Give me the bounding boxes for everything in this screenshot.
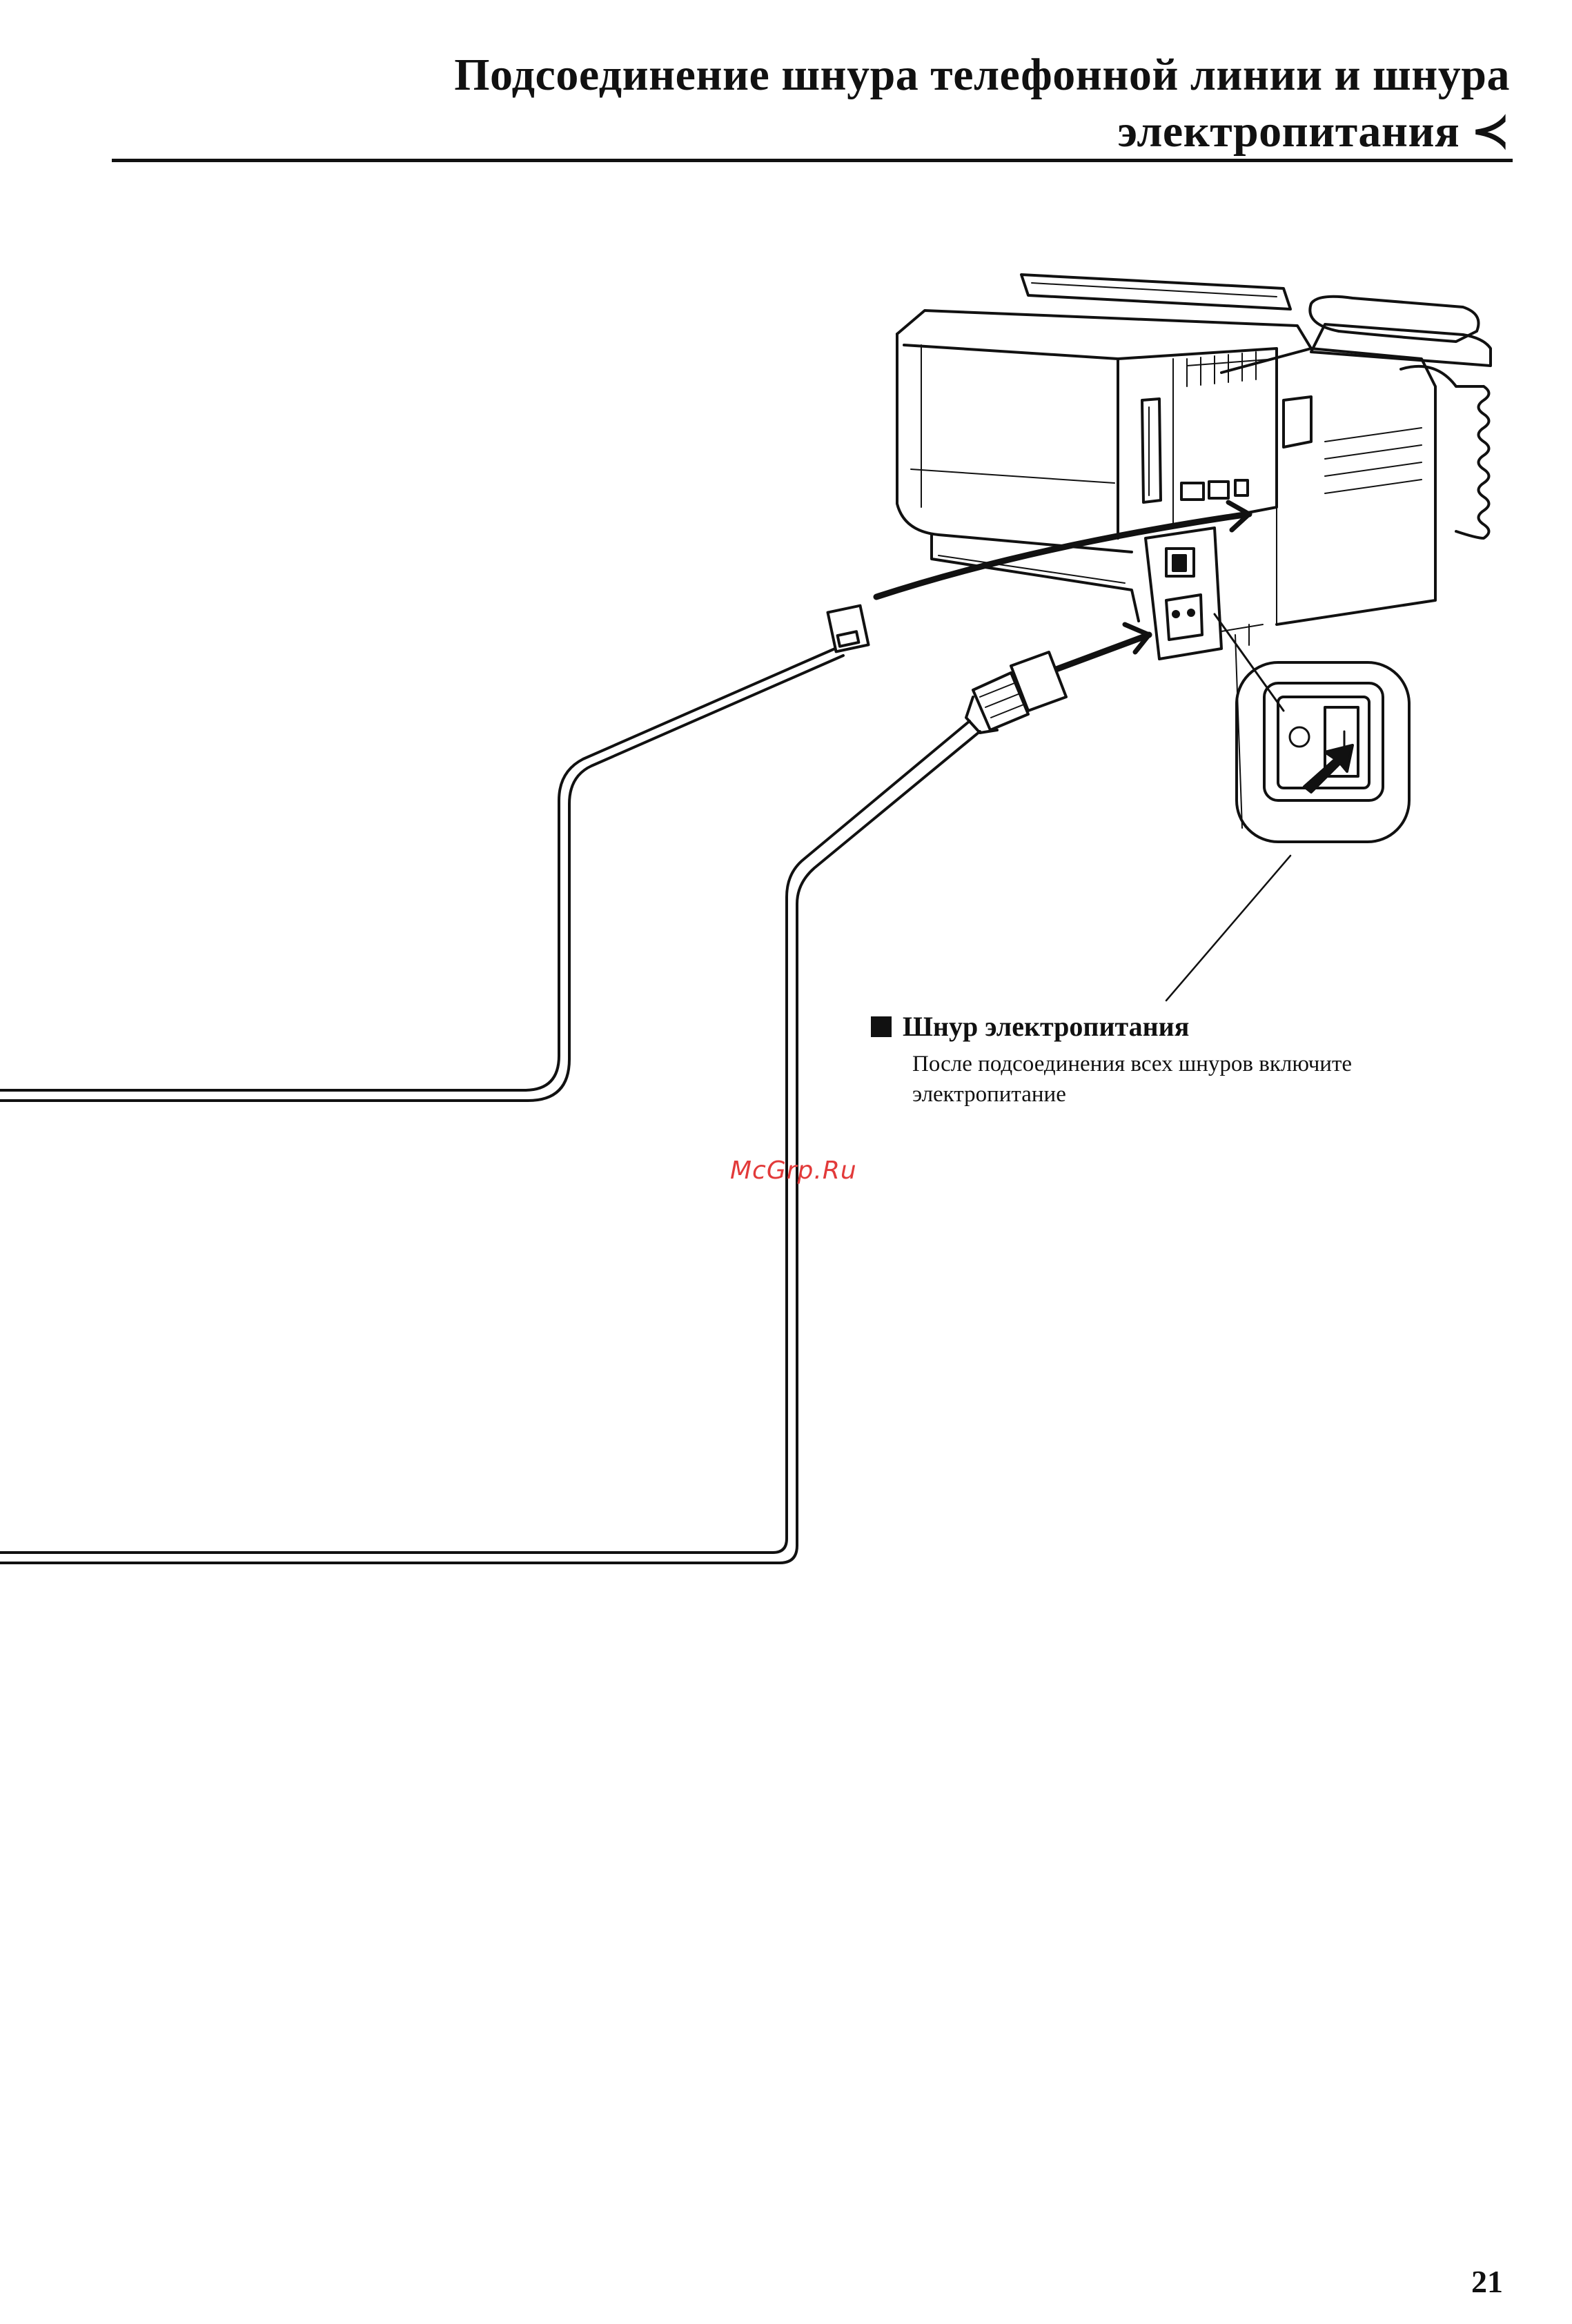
callout-leader-line xyxy=(1166,856,1290,1001)
fax-machine-illustration xyxy=(897,275,1491,659)
watermark: McGrp.Ru xyxy=(730,1156,857,1185)
power-switch-icon xyxy=(1215,614,1409,842)
callout-body-text: После подсоединения всех шнуров включите… xyxy=(912,1049,1492,1110)
callout-heading-text: Шнур электропитания xyxy=(903,1009,1189,1045)
square-bullet-icon xyxy=(871,1016,892,1037)
page-number: 21 xyxy=(1471,2263,1503,2300)
callout-heading: Шнур электропитания xyxy=(871,1009,1492,1045)
power-cord-callout: Шнур электропитания После подсоединения … xyxy=(871,1009,1492,1110)
